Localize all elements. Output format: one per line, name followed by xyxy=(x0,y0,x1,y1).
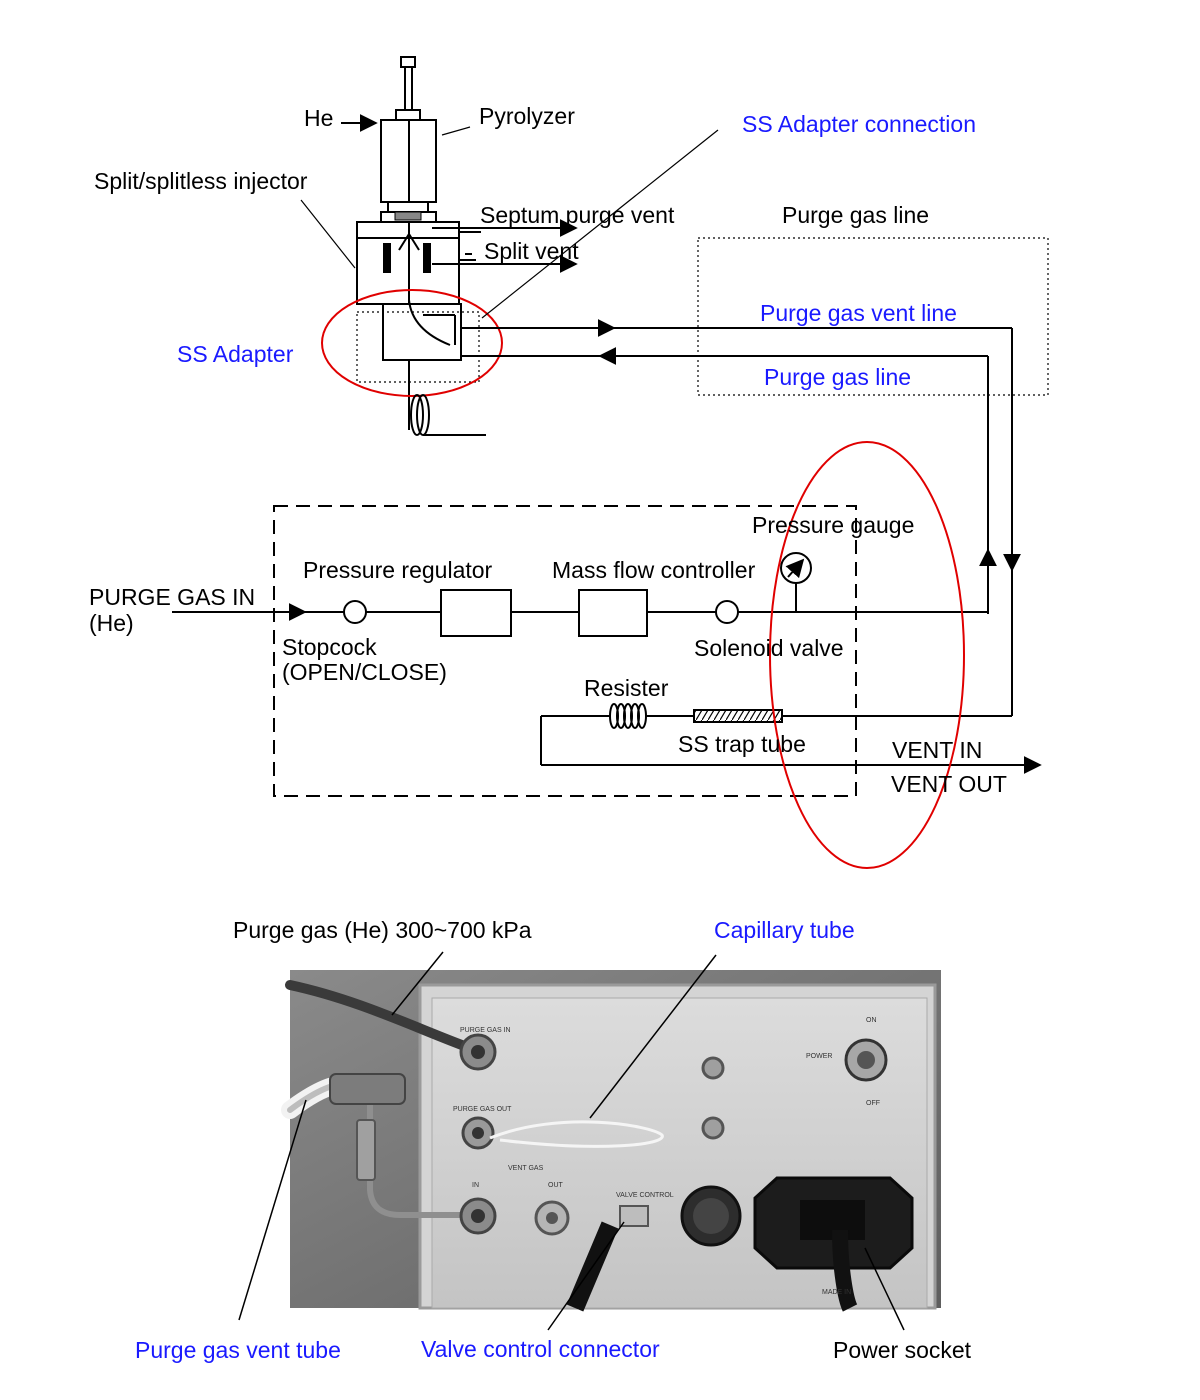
injector-leader xyxy=(300,199,356,269)
control-unit-photo: PURGE GAS IN PURGE GAS OUT VENT GAS IN O… xyxy=(281,970,941,1312)
panel-label-on: ON xyxy=(866,1017,877,1024)
stopcock-symbol xyxy=(343,600,367,624)
valve-control-connector-leader xyxy=(547,1221,625,1331)
valve-control-connector-label: Valve control connector xyxy=(421,1336,660,1362)
ss-adapter-body xyxy=(356,299,480,383)
ss-trap-tube-symbol xyxy=(693,709,783,723)
panel-label-purge-in: PURGE GAS IN xyxy=(460,1027,511,1034)
vent-out-label: VENT OUT xyxy=(891,771,1007,797)
mass-flow-controller-label: Mass flow controller xyxy=(552,557,756,583)
purge-gas-in-label: PURGE GAS IN xyxy=(89,584,255,610)
pressure-regulator-label: Pressure regulator xyxy=(303,557,493,583)
pyrolyzer-leader xyxy=(441,126,471,136)
ss-adapter-label: SS Adapter xyxy=(177,341,294,367)
panel-label-in: IN xyxy=(472,1182,479,1189)
vent-in-label: VENT IN xyxy=(892,737,982,763)
purge-gas-line-box xyxy=(697,237,1049,396)
split-vent-label: Split vent xyxy=(484,238,579,264)
purge-gas-in-he-label: (He) xyxy=(89,610,134,636)
vent-highlight xyxy=(769,441,965,869)
control-unit-box xyxy=(273,505,857,797)
purge-gas-pressure-leader xyxy=(391,951,444,1016)
pressure-gauge-label: Pressure gauge xyxy=(752,512,914,538)
ss-adapter-highlight xyxy=(321,289,503,397)
purge-gas-vent-line-label: Purge gas vent line xyxy=(760,300,957,326)
pyrolyzer-label: Pyrolyzer xyxy=(479,103,575,129)
ss-adapter-connection-leader xyxy=(481,129,719,319)
he-label: He xyxy=(304,105,333,131)
pressure-gauge-symbol xyxy=(780,552,812,612)
vent-loop xyxy=(540,715,1042,774)
panel-label-power: POWER xyxy=(806,1053,832,1060)
mass-flow-controller-box xyxy=(578,589,648,637)
panel-label-out: OUT xyxy=(548,1182,564,1189)
purge-gas-vent-tube-label: Purge gas vent tube xyxy=(135,1337,341,1363)
panel-label-off: OFF xyxy=(866,1100,880,1107)
purge-gas-vent-tube-leader xyxy=(238,1099,307,1321)
panel-label-vent-gas: VENT GAS xyxy=(508,1165,544,1172)
purge-gas-line-title: Purge gas line xyxy=(782,202,929,228)
solenoid-valve-symbol xyxy=(715,600,739,624)
resister-coil xyxy=(609,703,647,729)
ss-adapter-connection-label: SS Adapter connection xyxy=(742,111,976,137)
resister-label: Resister xyxy=(584,675,669,701)
pyrolyzer xyxy=(380,56,437,213)
power-socket-label: Power socket xyxy=(833,1337,972,1363)
capillary-tube-leader xyxy=(589,954,717,1119)
open-close-label: (OPEN/CLOSE) xyxy=(282,659,447,685)
panel-label-purge-out: PURGE GAS OUT xyxy=(453,1106,512,1113)
split-splitless-injector-label: Split/splitless injector xyxy=(94,168,308,194)
panel-label-made-in: MADE IN xyxy=(822,1289,851,1296)
power-socket-leader xyxy=(864,1247,905,1331)
capillary-tube-label: Capillary tube xyxy=(714,917,855,943)
panel-label-valve-control: VALVE CONTROL xyxy=(616,1192,674,1199)
septum-purge-vent-label: Septum purge vent xyxy=(480,202,675,228)
ss-trap-tube-label: SS trap tube xyxy=(678,731,806,757)
column-coil xyxy=(410,394,486,436)
purge-gas-pressure-label: Purge gas (He) 300~700 kPa xyxy=(233,917,532,943)
stopcock-label: Stopcock xyxy=(282,634,377,660)
solenoid-valve-label: Solenoid valve xyxy=(694,635,844,661)
pressure-regulator-box xyxy=(440,589,512,637)
purge-gas-line-label: Purge gas line xyxy=(764,364,911,390)
